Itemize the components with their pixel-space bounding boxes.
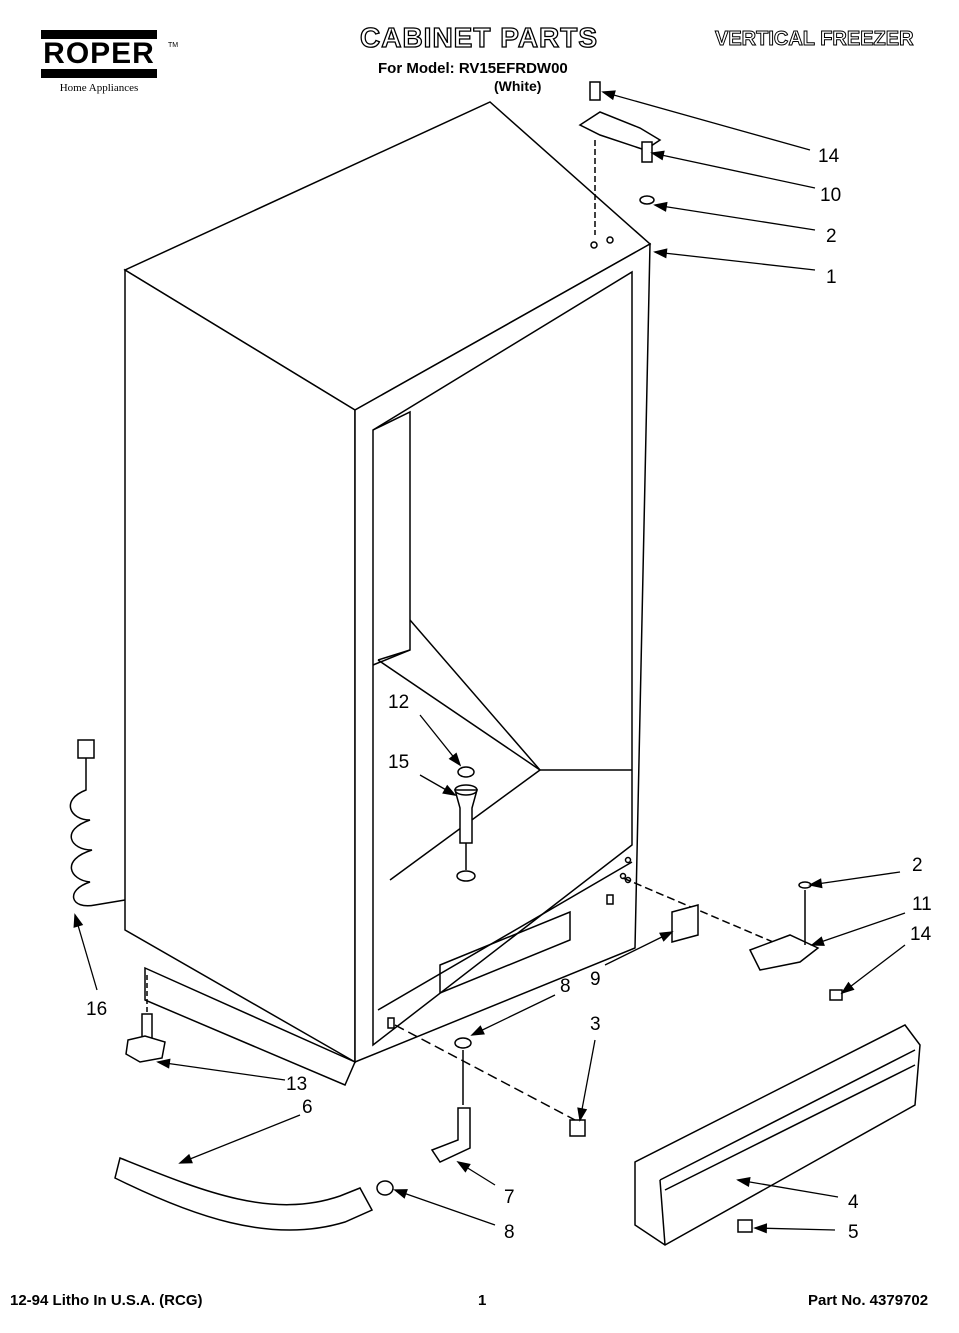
arrowhead xyxy=(736,1177,751,1187)
leader-line xyxy=(809,871,901,886)
leader-line xyxy=(579,1039,596,1121)
callout-number: 14 xyxy=(910,924,932,945)
arrowhead xyxy=(659,931,674,942)
callout-number: 1 xyxy=(826,267,837,288)
callout-leaders xyxy=(73,90,906,1234)
arrowhead xyxy=(456,1160,471,1173)
arrowhead xyxy=(470,1025,485,1036)
arrowhead xyxy=(601,90,616,101)
leader-line xyxy=(841,944,906,994)
leader-line xyxy=(74,914,98,991)
arrowhead xyxy=(810,936,825,946)
callout-number: 4 xyxy=(848,1192,859,1213)
arrowhead xyxy=(448,752,462,767)
arrowhead xyxy=(653,201,668,212)
leader-line xyxy=(654,251,816,271)
callout-number: 5 xyxy=(848,1222,859,1243)
part-number: Part No. 4379702 xyxy=(808,1292,929,1309)
callout-number: 8 xyxy=(504,1222,515,1243)
page-title: CABINET PARTS xyxy=(359,21,599,53)
leader-line xyxy=(471,994,556,1036)
page-number: 1 xyxy=(478,1292,487,1309)
callout-number: 2 xyxy=(826,226,837,247)
arrowhead xyxy=(156,1058,171,1069)
brand-subtitle: Home Appliances xyxy=(59,82,139,94)
callout-number: 12 xyxy=(388,692,410,713)
callout-number: 11 xyxy=(912,894,932,915)
leader-line xyxy=(651,152,816,189)
arrowhead xyxy=(73,913,84,928)
callout-number: 9 xyxy=(590,969,601,990)
callout-number: 10 xyxy=(820,185,842,206)
callout-number: 16 xyxy=(86,999,108,1020)
leveling-leg xyxy=(125,975,166,1063)
leader-line xyxy=(604,931,673,966)
callout-number: 15 xyxy=(388,752,410,773)
trademark: TM xyxy=(168,42,179,49)
callout-number: 8 xyxy=(560,976,571,997)
power-cord xyxy=(69,739,126,907)
arrowhead xyxy=(178,1153,193,1164)
arrowhead xyxy=(650,150,665,161)
top-hinge-parts xyxy=(578,81,662,235)
print-info: 12-94 Litho In U.S.A. (RCG) xyxy=(10,1292,203,1309)
leader-line xyxy=(811,912,906,946)
arrowhead xyxy=(393,1189,408,1199)
leader-line xyxy=(179,1114,301,1164)
callout-number: 6 xyxy=(302,1097,313,1118)
leader-line xyxy=(654,204,816,231)
callout-number: 3 xyxy=(590,1014,601,1035)
callout-number: 2 xyxy=(912,855,923,876)
bottom-hinge-grille xyxy=(394,877,921,1246)
callout-number: 14 xyxy=(818,146,840,167)
color-variant: (White) xyxy=(494,78,542,94)
model-line: For Model: RV15EFRDW00 xyxy=(378,60,568,77)
product-type: VERTICAL FREEZER xyxy=(715,28,915,51)
arrowhead xyxy=(753,1223,768,1234)
arrowhead xyxy=(808,878,823,889)
roper-logo: ROPER TM Home Appliances xyxy=(33,30,178,94)
leader-line xyxy=(602,91,811,151)
arrowhead xyxy=(653,248,668,259)
leader-line xyxy=(157,1061,286,1081)
leader-line xyxy=(754,1227,836,1231)
arrowhead xyxy=(840,981,855,995)
callout-number: 13 xyxy=(286,1074,308,1095)
callout-number: 7 xyxy=(504,1187,515,1208)
brand-name: ROPER xyxy=(43,37,155,70)
leader-line xyxy=(737,1179,839,1198)
leader-line xyxy=(394,1189,496,1226)
cabinet xyxy=(123,101,652,1086)
arrowhead xyxy=(442,784,457,796)
drain-parts xyxy=(114,766,478,1231)
arrowhead xyxy=(577,1107,588,1122)
